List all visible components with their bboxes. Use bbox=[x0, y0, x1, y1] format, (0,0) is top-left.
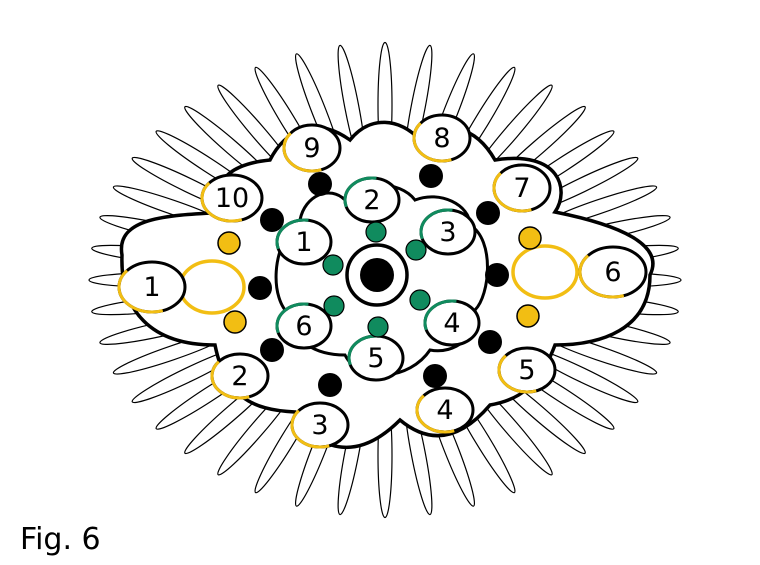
outer-cell-label: 10 bbox=[215, 183, 249, 214]
black-dot bbox=[485, 263, 509, 287]
inner-cell-label: 4 bbox=[443, 308, 460, 339]
green-dot bbox=[368, 317, 388, 337]
inner-cell-label: 5 bbox=[367, 343, 384, 374]
inner-cell-label: 1 bbox=[295, 227, 312, 258]
outer-cell-label: 6 bbox=[604, 257, 621, 288]
black-dot bbox=[476, 201, 500, 225]
center-dot bbox=[360, 258, 394, 292]
outer-cell: 5 bbox=[499, 348, 555, 392]
outer-cell-label: 4 bbox=[436, 395, 453, 426]
inner-cell: 4 bbox=[425, 301, 479, 345]
outer-cell: 4 bbox=[417, 388, 473, 432]
outer-cell-label: 3 bbox=[311, 410, 328, 441]
inner-cell-label: 2 bbox=[363, 185, 380, 216]
outer-cell-label: 1 bbox=[143, 272, 160, 303]
black-dot bbox=[478, 330, 502, 354]
black-dot bbox=[248, 276, 272, 300]
inner-cell-label: 3 bbox=[439, 217, 456, 248]
yellow-oval bbox=[513, 246, 577, 298]
yellow-dot bbox=[224, 311, 246, 333]
outer-cell: 7 bbox=[494, 165, 550, 211]
outer-cell: 10 bbox=[202, 175, 262, 221]
yellow-dot bbox=[519, 227, 541, 249]
outer-cell-label: 5 bbox=[518, 355, 535, 386]
yellow-dot bbox=[218, 232, 240, 254]
green-dot bbox=[366, 222, 386, 242]
inner-cell: 2 bbox=[345, 178, 399, 222]
outer-cell: 8 bbox=[414, 115, 470, 161]
black-dot bbox=[260, 338, 284, 362]
green-dot bbox=[406, 240, 426, 260]
outer-cell-label: 8 bbox=[433, 123, 450, 154]
outer-cell: 1 bbox=[119, 262, 185, 312]
outer-cell-label: 2 bbox=[231, 361, 248, 392]
outer-cell: 6 bbox=[580, 247, 646, 297]
figure-caption: Fig. 6 bbox=[20, 525, 101, 555]
black-dot bbox=[318, 373, 342, 397]
green-dot bbox=[410, 290, 430, 310]
inner-cell: 6 bbox=[277, 304, 331, 348]
black-dot bbox=[308, 172, 332, 196]
green-dot bbox=[324, 296, 344, 316]
yellow-dot bbox=[517, 305, 539, 327]
black-dot bbox=[419, 164, 443, 188]
outer-cell: 2 bbox=[212, 354, 268, 398]
green-dot bbox=[323, 255, 343, 275]
inner-cell-label: 6 bbox=[295, 311, 312, 342]
black-dot bbox=[423, 364, 447, 388]
inner-cell: 1 bbox=[277, 220, 331, 264]
outer-cell: 3 bbox=[292, 403, 348, 447]
inner-cell: 3 bbox=[421, 210, 475, 254]
outer-cell: 9 bbox=[284, 125, 340, 171]
inner-cell: 5 bbox=[349, 336, 403, 380]
black-dot bbox=[260, 208, 284, 232]
yellow-oval bbox=[180, 261, 244, 313]
outer-cell-label: 7 bbox=[513, 173, 530, 204]
outer-cell-label: 9 bbox=[303, 133, 320, 164]
